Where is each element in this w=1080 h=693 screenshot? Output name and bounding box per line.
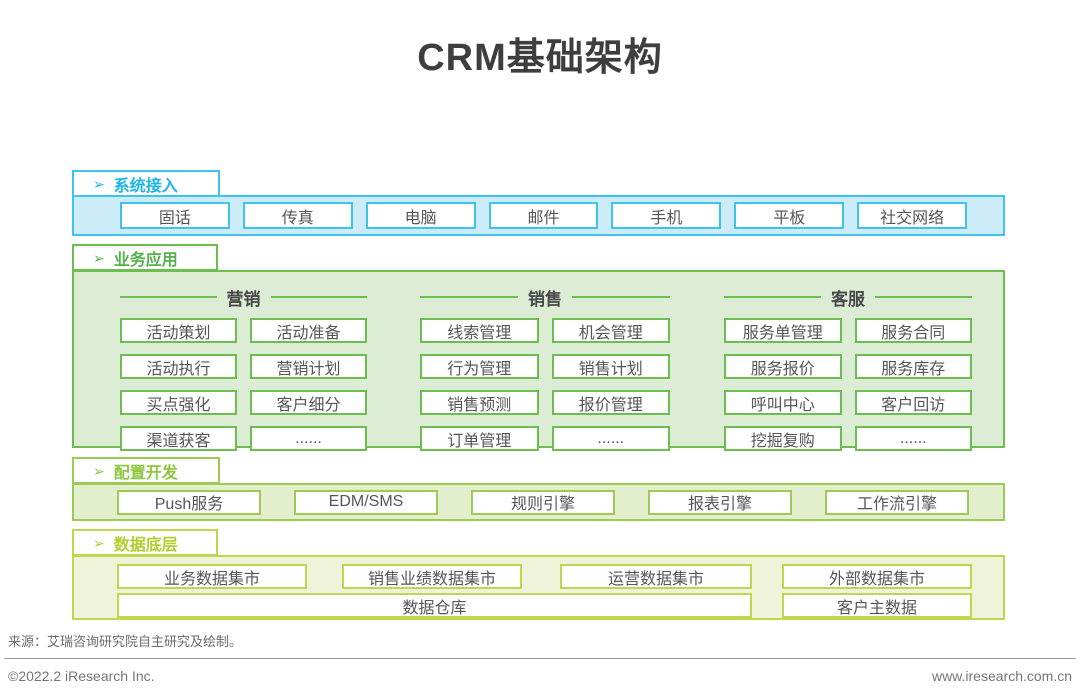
section-label: 数据底层 [113, 536, 178, 554]
diagram-node: 销售业绩数据集市 [342, 564, 522, 589]
diagram-node: 客户主数据 [782, 593, 972, 618]
diagram-node: 规则引擎 [471, 489, 615, 515]
diagram-node: 线索管理 [420, 318, 539, 343]
diagram-node: 挖掘复购 [724, 426, 842, 451]
diagram-node: 固话 [120, 202, 230, 229]
copyright-text: ©2022.2 iResearch Inc. [8, 668, 155, 684]
header-line [120, 296, 217, 298]
column-grid: 活动策划 活动准备 活动执行 营销计划 买点强化 客户细分 渠道获客 .....… [120, 318, 367, 451]
diagram-node: 渠道获客 [120, 426, 237, 451]
column-header-service: 客服 [724, 286, 972, 309]
diagram-node: 业务数据集市 [117, 564, 307, 589]
diagram-node: 邮件 [488, 202, 599, 229]
arrow-icon: ➢ [93, 249, 105, 266]
diagram-node: 社交网络 [857, 202, 968, 229]
diagram-node: 营销计划 [250, 354, 367, 379]
diagram-node: 工作流引擎 [825, 489, 969, 515]
diagram-node: 运营数据集市 [560, 564, 752, 589]
diagram-node: 电脑 [365, 202, 476, 229]
diagram-node: 买点强化 [120, 390, 237, 415]
column-header-marketing: 营销 [120, 286, 367, 309]
diagram-node: 活动策划 [120, 318, 237, 343]
header-line [724, 296, 821, 298]
header-line [572, 296, 670, 298]
diagram-node: 手机 [611, 202, 722, 229]
column-grid: 服务单管理 服务合同 服务报价 服务库存 呼叫中心 客户回访 挖掘复购 ....… [724, 318, 972, 451]
section-tab-config-dev: ➢ 配置开发 [72, 457, 220, 484]
diagram-node: 活动执行 [120, 354, 237, 379]
column-grid: 线索管理 机会管理 行为管理 销售计划 销售预测 报价管理 订单管理 .....… [420, 318, 670, 451]
column-marketing: 营销 活动策划 活动准备 活动执行 营销计划 买点强化 客户细分 渠道获客 ..… [120, 286, 367, 451]
diagram-node: 报价管理 [551, 390, 670, 415]
section-label: 系统接入 [113, 177, 178, 195]
diagram-node: 客户细分 [250, 390, 367, 415]
diagram-node: 服务合同 [854, 318, 972, 343]
diagram-node: 传真 [242, 202, 353, 229]
diagram-node: 呼叫中心 [724, 390, 842, 415]
source-note: 来源：艾瑞咨询研究院自主研究及绘制。 [8, 634, 243, 649]
diagram-node: Push服务 [117, 489, 261, 515]
section-body-system-access: 固话 传真 电脑 邮件 手机 平板 社交网络 [72, 195, 1005, 236]
arrow-icon: ➢ [93, 175, 105, 192]
diagram-node: 服务报价 [724, 354, 842, 379]
header-line [270, 296, 367, 298]
diagram-node: 订单管理 [420, 426, 539, 451]
diagram-node: 客户回访 [854, 390, 972, 415]
page-title: CRM基础架构 [417, 37, 663, 79]
section-tab-system-access: ➢ 系统接入 [72, 170, 220, 197]
diagram-node: 报表引擎 [648, 489, 792, 515]
diagram-node: ...... [854, 426, 972, 451]
diagram-node: 外部数据集市 [782, 564, 972, 589]
diagram-node: 服务库存 [854, 354, 972, 379]
diagram-node: 机会管理 [551, 318, 670, 343]
diagram-node: ...... [250, 426, 367, 451]
section-body-config-dev: Push服务 EDM/SMS 规则引擎 报表引擎 工作流引擎 [72, 483, 1005, 521]
footer-divider [4, 658, 1076, 659]
arrow-icon: ➢ [93, 462, 105, 479]
column-sales: 销售 线索管理 机会管理 行为管理 销售计划 销售预测 报价管理 订单管理 ..… [420, 286, 670, 451]
diagram-node: 销售预测 [420, 390, 539, 415]
diagram-node: EDM/SMS [294, 489, 438, 515]
column-header-sales: 销售 [420, 286, 670, 309]
section-label: 配置开发 [113, 464, 178, 482]
arrow-icon: ➢ [93, 534, 105, 551]
section-body-business-apps: 营销 活动策划 活动准备 活动执行 营销计划 买点强化 客户细分 渠道获客 ..… [72, 270, 1005, 451]
header-line [420, 296, 518, 298]
website-url: www.iresearch.com.cn [931, 668, 1072, 684]
section-tab-data-layer: ➢ 数据底层 [72, 529, 218, 556]
column-service: 客服 服务单管理 服务合同 服务报价 服务库存 呼叫中心 客户回访 挖掘复购 .… [724, 286, 972, 451]
diagram-node: 服务单管理 [724, 318, 842, 343]
diagram-node: 销售计划 [551, 354, 670, 379]
section-label: 业务应用 [113, 251, 178, 269]
diagram-node: 活动准备 [250, 318, 367, 343]
header-line [875, 296, 972, 298]
section-tab-business-apps: ➢ 业务应用 [72, 244, 218, 271]
diagram-node: 平板 [734, 202, 845, 229]
section-body-data-layer: 业务数据集市 销售业绩数据集市 运营数据集市 外部数据集市 数据仓库 客户主数据 [72, 555, 1005, 620]
diagram-node: 行为管理 [420, 354, 539, 379]
diagram-node: 数据仓库 [117, 593, 752, 618]
diagram-node: ...... [551, 426, 670, 451]
